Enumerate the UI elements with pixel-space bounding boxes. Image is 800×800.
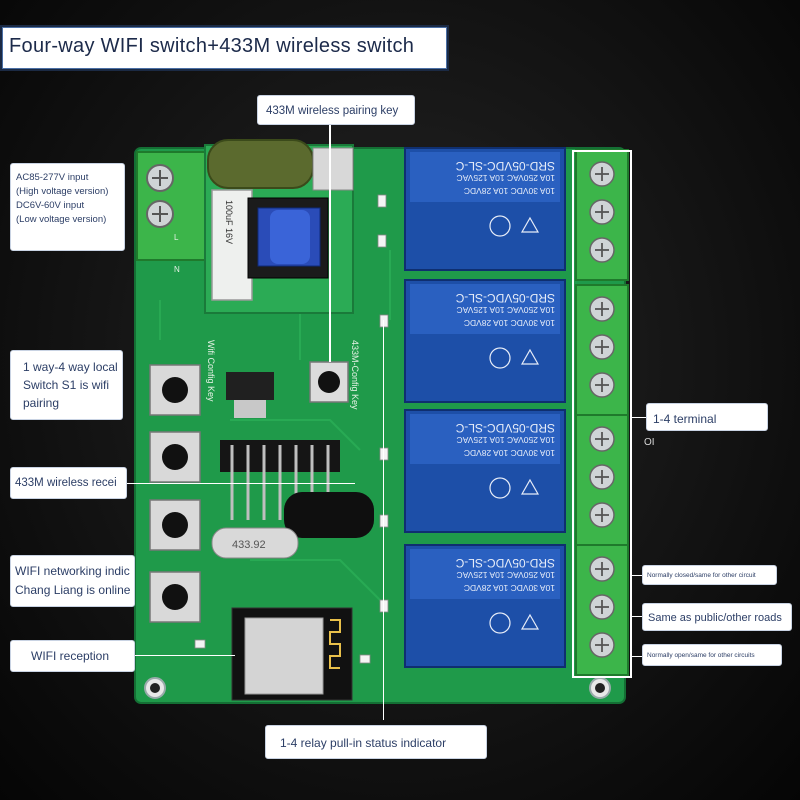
relay-text: 10A 30VDC 10A 28VDC — [464, 583, 555, 593]
leader-terminal-box — [572, 676, 632, 678]
mounting-hole — [595, 683, 605, 693]
relay-text: 10A 250VAC 10A 125VAC — [457, 570, 555, 580]
voltage-regulator — [226, 372, 274, 400]
switch-line-3: pairing — [23, 396, 60, 410]
relay-warning-icon — [520, 348, 540, 365]
crystal — [211, 527, 299, 559]
power-line-1: AC85-277V input — [16, 172, 89, 183]
normally-closed-label: Normally closed/same for other circuit — [647, 572, 756, 579]
relay-text: SRD-05VDC-SL-C — [455, 556, 555, 570]
leader-terminal-box — [572, 150, 574, 678]
callout-receiver: 433M wireless recei — [10, 467, 127, 499]
l-label: L — [174, 233, 179, 242]
callout-normally-closed: Normally closed/same for other circuit — [642, 565, 777, 585]
relay-text: 10A 250VAC 10A 125VAC — [457, 173, 555, 183]
relay-text: 10A 30VDC 10A 28VDC — [464, 448, 555, 458]
mounting-hole — [150, 683, 160, 693]
leader-terminal-box — [572, 150, 632, 152]
title-banner: Four-way WIFI switch+433M wireless switc… — [2, 27, 447, 69]
config-433-label: 433M-Config Key — [350, 340, 360, 410]
relay-cert-icon — [489, 215, 511, 237]
power-line-4: (Low voltage version) — [16, 214, 107, 225]
relay-cert-icon — [489, 477, 511, 499]
leader-terminal-box — [630, 150, 632, 678]
relay-text: SRD-05VDC-SL-C — [455, 291, 555, 305]
power-line-2: (High voltage version) — [16, 186, 109, 197]
relay-indicator-label: 1-4 relay pull-in status indicator — [280, 736, 447, 750]
callout-terminal: 1-4 terminal — [646, 403, 768, 431]
callout-pairing-key: 433M wireless pairing key — [257, 95, 415, 125]
relay-text: 10A 30VDC 10A 28VDC — [464, 318, 555, 328]
switch-line-1: 1 way-4 way local — [23, 360, 118, 374]
leader-wifi-reception — [135, 655, 235, 656]
receiver-label: 433M wireless recei — [15, 477, 117, 489]
switch-cap — [162, 444, 188, 470]
callout-local-switch: 1 way-4 way local Switch S1 is wifi pair… — [10, 350, 123, 420]
leader-receiver — [125, 483, 355, 484]
capacitor — [207, 139, 314, 189]
wifi-indicator-line-1: WIFI networking indic — [15, 564, 130, 578]
receiver-coil — [284, 492, 374, 538]
pairing-key-label: 433M wireless pairing key — [266, 105, 399, 117]
capacitor-label: 100uF 16V — [224, 200, 234, 244]
leader-pub — [630, 616, 642, 617]
relay-cert-icon — [489, 612, 511, 634]
relay-warning-icon — [520, 478, 540, 495]
wifi-config-label: Wifi Config Key — [206, 340, 216, 402]
relay-text: 10A 250VAC 10A 125VAC — [457, 435, 555, 445]
relay-warning-icon — [520, 613, 540, 630]
switch-cap — [162, 584, 188, 610]
relay-text: SRD-05VDC-SL-C — [455, 421, 555, 435]
relay-cert-icon — [489, 347, 511, 369]
relay-text: 10A 250VAC 10A 125VAC — [457, 305, 555, 315]
callout-wifi-indicator: WIFI networking indic Chang Liang is onl… — [10, 555, 135, 607]
wifi-shield — [244, 617, 324, 695]
relay-text: 10A 30VDC 10A 28VDC — [464, 186, 555, 196]
page-title: Four-way WIFI switch+433M wireless switc… — [9, 35, 415, 57]
callout-normally-open: Normally open/same for other circuits — [642, 644, 782, 666]
switch-line-2: Switch S1 is wifi — [23, 378, 110, 392]
callout-wifi-reception: WIFI reception — [10, 640, 135, 672]
callout-power-input: AC85-277V input (High voltage version) D… — [10, 163, 125, 251]
crystal-label: 433.92 — [232, 539, 266, 551]
leader-terminal — [630, 417, 650, 418]
terminal-label: 1-4 terminal — [653, 412, 717, 426]
power-line-3: DC6V-60V input — [16, 200, 85, 211]
leader-pairing — [329, 120, 331, 362]
switch-cap — [162, 377, 188, 403]
terminal-suffix: OI — [644, 437, 655, 448]
normally-open-label: Normally open/same for other circuits — [647, 652, 755, 659]
relay-warning-icon — [520, 216, 540, 233]
n-label: N — [174, 265, 180, 274]
leader-no — [630, 656, 642, 657]
public-label: Same as public/other roads — [648, 612, 782, 624]
leader-nc — [630, 575, 642, 576]
switch-cap — [162, 512, 188, 538]
relay-text: SRD-05VDC-SL-C — [455, 159, 555, 173]
wifi-reception-label: WIFI reception — [31, 649, 110, 663]
callout-relay-indicator: 1-4 relay pull-in status indicator — [265, 725, 487, 759]
leader-relay-indicator — [383, 320, 384, 720]
callout-public: Same as public/other roads — [642, 603, 792, 631]
wifi-indicator-line-2: Chang Liang is online — [15, 583, 131, 597]
